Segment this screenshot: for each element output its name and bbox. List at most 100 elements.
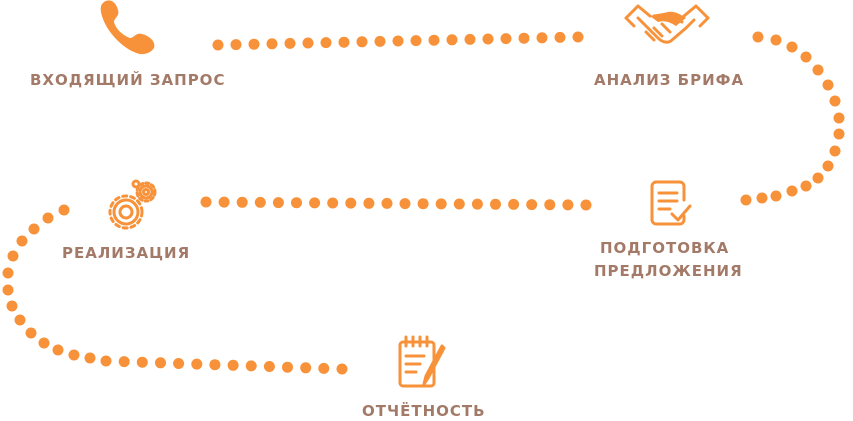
path-dot	[25, 327, 37, 339]
step-label-proposal-line2: ПРЕДЛОЖЕНИЯ	[594, 262, 743, 280]
path-dot	[7, 250, 19, 262]
path-dot	[248, 38, 260, 50]
path-dot	[191, 358, 203, 370]
gears-icon	[108, 179, 157, 230]
path-dot	[266, 38, 278, 50]
path-dot	[822, 160, 834, 172]
path-dot	[800, 180, 812, 192]
path-dot	[508, 198, 520, 210]
path-dot	[302, 37, 314, 49]
path-dot	[318, 362, 330, 374]
path-dot	[417, 198, 429, 210]
step-label-brief-analysis: АНАЛИЗ БРИФА	[594, 71, 745, 89]
path-dot	[464, 33, 476, 45]
handshake-icon	[624, 4, 710, 44]
path-dot	[500, 33, 512, 45]
path-dot	[136, 356, 148, 368]
path-dot	[254, 196, 266, 208]
path-dot	[453, 198, 465, 210]
path-dot	[309, 197, 321, 209]
path-dot	[227, 359, 239, 371]
path-dot	[829, 95, 841, 107]
path-dot	[218, 196, 230, 208]
path-dot	[829, 145, 841, 157]
path-dot	[356, 36, 368, 48]
path-dot	[100, 355, 112, 367]
path-dot	[6, 300, 18, 312]
path-dot	[209, 359, 221, 371]
path-dot	[16, 235, 28, 247]
step-label-proposal-line1: ПОДГОТОВКА	[600, 239, 730, 257]
path-dot	[435, 198, 447, 210]
path-dot	[544, 199, 556, 211]
path-dot	[428, 34, 440, 46]
path-dot	[58, 204, 70, 216]
path-dot	[562, 199, 574, 211]
path-dot	[833, 112, 845, 124]
path-dot	[381, 197, 393, 209]
path-dot	[786, 41, 798, 53]
path-dot	[200, 196, 212, 208]
step-label-implementation: РЕАЛИЗАЦИЯ	[62, 244, 191, 262]
path-dot	[786, 185, 798, 197]
path-dot	[812, 64, 824, 76]
path-dot	[374, 35, 386, 47]
path-dot	[173, 358, 185, 369]
path-dot	[320, 37, 332, 49]
path-dot	[284, 37, 296, 49]
notepad-pencil-icon	[398, 335, 446, 388]
path-dot	[338, 36, 350, 48]
path-dot	[756, 192, 768, 204]
path-dot	[14, 314, 26, 326]
path-dot	[482, 33, 494, 45]
step-label-incoming-request: ВХОДЯЩИЙ ЗАПРОС	[30, 71, 226, 89]
path-dot	[536, 32, 548, 44]
path-dot	[300, 362, 312, 374]
path-dot	[2, 284, 14, 296]
path-dot	[490, 198, 501, 210]
step-label-reporting: ОТЧЁТНОСТЬ	[362, 402, 486, 420]
path-dot	[518, 32, 530, 44]
path-dot	[230, 39, 242, 51]
path-dot	[526, 199, 538, 211]
path-dot	[28, 223, 40, 235]
path-dot	[740, 194, 752, 206]
path-dot	[554, 31, 566, 43]
path-dot	[580, 199, 592, 211]
path-dot	[336, 363, 348, 375]
path-dot	[345, 197, 357, 209]
path-dot	[245, 360, 257, 372]
path-dot	[770, 34, 782, 46]
path-dot	[84, 352, 96, 364]
path-dot	[68, 349, 80, 361]
path-dot	[752, 31, 764, 43]
path-dot	[812, 172, 824, 184]
path-dot	[236, 196, 248, 208]
path-dot	[155, 357, 166, 369]
path-dot	[291, 197, 302, 209]
path-dot	[392, 35, 404, 47]
path-dot	[272, 197, 284, 209]
path-dot	[833, 128, 845, 140]
path-dot	[282, 361, 293, 373]
path-dot	[822, 79, 834, 91]
path-dot	[118, 356, 130, 368]
document-check-icon	[650, 180, 692, 226]
path-dot	[263, 361, 275, 372]
phone-icon	[100, 0, 155, 55]
path-dot	[38, 337, 50, 349]
path-dot	[800, 51, 812, 63]
path-dot	[212, 39, 224, 51]
path-dot	[446, 34, 458, 46]
path-dot	[770, 190, 782, 202]
path-dot	[363, 197, 375, 209]
path-dot	[2, 267, 14, 279]
path-dot	[410, 35, 422, 47]
path-dot	[471, 198, 483, 210]
path-dot	[572, 31, 584, 43]
path-dot	[327, 197, 339, 209]
path-dot	[52, 344, 64, 356]
dotted-path	[2, 31, 845, 375]
path-dot	[399, 198, 411, 210]
